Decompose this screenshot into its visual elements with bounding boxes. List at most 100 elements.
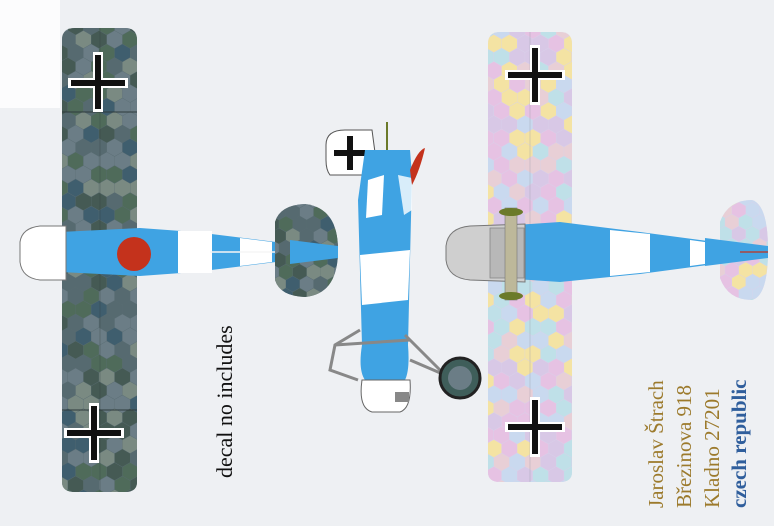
camo-hex (272, 300, 286, 316)
camo-hex (725, 262, 739, 278)
camo-hex (517, 34, 533, 53)
camo-hex (517, 439, 533, 458)
camo-hex (91, 327, 107, 346)
camo-hex (62, 408, 76, 427)
camo-hex (138, 409, 153, 427)
camo-hex (62, 341, 68, 359)
camo-hex (62, 138, 76, 157)
camo-hex (83, 287, 99, 305)
camo-hex (720, 286, 725, 300)
camo-hex (99, 287, 115, 305)
camo-hex (488, 331, 502, 350)
camo-hex (556, 291, 572, 309)
camo-hex (509, 480, 525, 482)
camo-hex (75, 300, 91, 319)
camo-hex (501, 304, 517, 323)
camo-hex (488, 480, 494, 482)
camo-hex (501, 358, 517, 377)
camo-hex (306, 216, 321, 232)
camo-hex (75, 354, 91, 373)
camo-hex (138, 436, 153, 454)
camo-hex (564, 61, 572, 80)
camo-hex (62, 57, 76, 76)
camo-hex (532, 466, 549, 482)
camo-hex (83, 152, 99, 170)
camo-hex (509, 399, 525, 417)
camo-hex (91, 489, 107, 492)
center-engine-cowl (360, 379, 411, 413)
camo-hex (286, 300, 300, 316)
camo-hex (509, 156, 525, 174)
camo-hex (488, 183, 494, 201)
camo-hex (62, 192, 76, 211)
camo-hex (494, 399, 510, 417)
camo-hex (114, 125, 130, 143)
credit-name: Jaroslav Štrach (644, 380, 668, 508)
camo-hex (75, 111, 91, 130)
camo-hex (548, 304, 564, 323)
camo-hex (106, 327, 123, 346)
camo-hex (517, 115, 533, 134)
camo-hex (106, 84, 123, 103)
camo-hex (525, 183, 541, 201)
camo-hex (532, 196, 549, 215)
camo-hex (532, 115, 549, 134)
camo-hex (130, 71, 137, 89)
camo-hex (548, 34, 564, 53)
camo-hex (279, 204, 293, 208)
camo-hex (62, 435, 76, 454)
camo-hex (122, 273, 137, 292)
camo-hex (91, 138, 107, 157)
camo-hex (488, 129, 494, 147)
camo-hex (306, 264, 321, 280)
camo-hex (488, 75, 494, 93)
camo-hex (299, 204, 314, 220)
camo-hex (564, 331, 572, 350)
camo-hex (62, 125, 68, 143)
camo-hex (275, 264, 279, 280)
camo-hex (292, 264, 307, 280)
camo-hex (122, 354, 137, 373)
camo-hex (501, 34, 517, 53)
left-engine-cowl (19, 225, 67, 281)
camo-hex (556, 156, 572, 174)
decal-note-text: decal no includes (212, 325, 237, 478)
camo-hex (328, 300, 342, 316)
camo-hex (488, 156, 494, 174)
camo-hex (501, 466, 517, 482)
camo-hex (313, 228, 328, 244)
camo-hex (556, 32, 572, 39)
camo-hex (564, 115, 572, 134)
camo-hex (130, 206, 137, 224)
camo-hex (334, 288, 338, 297)
camo-hex (122, 435, 137, 454)
left-wing-cross-bottom (64, 403, 124, 463)
camo-hex (99, 395, 115, 413)
camo-hex (91, 462, 107, 481)
camo-hex (106, 489, 123, 492)
camo-hex (62, 152, 68, 170)
camo-hex (114, 152, 130, 170)
camo-hex (99, 476, 115, 492)
camo-hex (320, 216, 335, 232)
camo-hex (556, 453, 572, 471)
camo-hex (83, 179, 99, 197)
camo-hex (548, 277, 564, 296)
camo-hex (571, 32, 572, 39)
camo-hex (83, 206, 99, 224)
camo-hex (540, 183, 556, 201)
camo-hex (571, 48, 572, 66)
camo-hex (564, 439, 572, 458)
camo-hex (501, 385, 517, 404)
camo-hex (122, 192, 137, 211)
camo-hex (517, 304, 533, 323)
center-plane-side-view-icon (325, 122, 482, 413)
camo-hex (571, 318, 572, 336)
camo-hex (564, 277, 572, 296)
camo-hex (114, 179, 130, 197)
camo-hex (286, 276, 300, 292)
camo-hex (68, 44, 84, 62)
camo-hex (488, 210, 494, 228)
